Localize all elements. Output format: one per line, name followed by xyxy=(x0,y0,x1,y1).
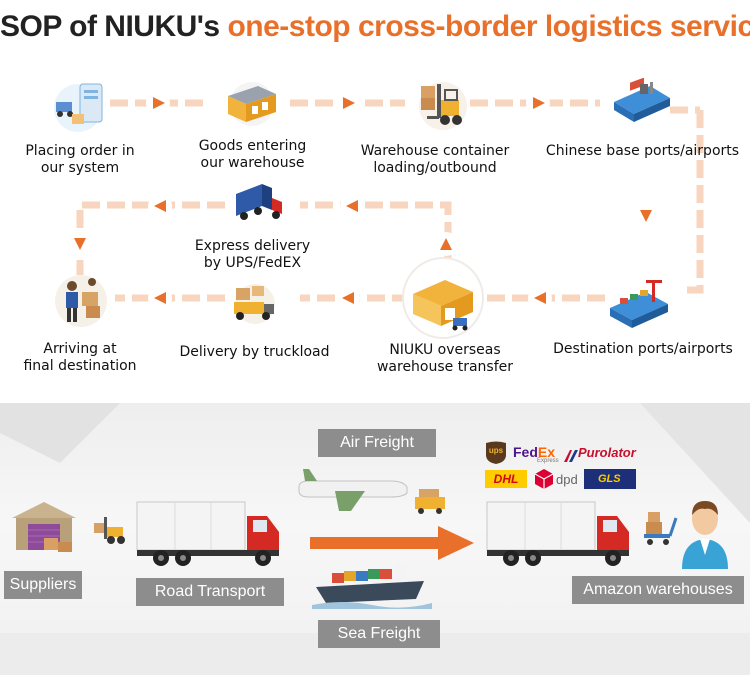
arrow-right-icon xyxy=(343,97,355,109)
truckload-icon xyxy=(228,282,282,330)
step-overseas-transfer: NIUKU overseas warehouse transfer xyxy=(376,342,514,375)
step-express-delivery: Express delivery by UPS/FedEX xyxy=(194,238,311,271)
fedex-logo: FedEx xyxy=(513,443,555,461)
air-freight-tag: Air Freight xyxy=(318,429,436,457)
arrow-left-icon xyxy=(154,292,166,304)
suppliers-tag: Suppliers xyxy=(4,571,82,599)
final-destination-icon xyxy=(52,272,110,334)
step-arriving: Arriving at final destination xyxy=(23,341,137,374)
supplier-warehouse-icon xyxy=(8,496,88,560)
arrow-up-icon xyxy=(440,238,452,250)
arrow-left-icon xyxy=(346,200,358,212)
express-truck-icon xyxy=(232,180,284,228)
dpd-logo: dpd xyxy=(556,472,578,487)
freight-arrow-icon xyxy=(310,526,475,564)
arrow-left-icon xyxy=(534,292,546,304)
warehouse-icon xyxy=(222,76,282,130)
cargo-ship-icon xyxy=(312,561,432,613)
arrow-right-icon xyxy=(153,97,165,109)
page-title: SOP of NIUKU's one-stop cross-border log… xyxy=(0,10,750,44)
order-system-icon xyxy=(50,78,110,137)
step-placing-order: Placing order in our system xyxy=(25,143,135,176)
dhl-logo-text: DHL xyxy=(493,472,519,486)
gls-logo: GLS xyxy=(584,469,636,489)
fedex-ex-text: Ex xyxy=(537,444,556,460)
amazon-warehouses-tag: Amazon warehouses xyxy=(572,576,744,604)
forklift-small-icon xyxy=(92,513,130,549)
fedex-express-text: Express xyxy=(537,458,559,464)
overseas-warehouse-icon xyxy=(395,256,491,344)
arrow-right-icon xyxy=(533,97,545,109)
ups-logo-text: ups xyxy=(488,446,504,455)
step-truckload: Delivery by truckload xyxy=(179,344,330,360)
arrow-left-icon xyxy=(342,292,354,304)
dpd-cube-icon xyxy=(534,469,554,493)
arrow-down-icon xyxy=(74,238,86,250)
purolator-mark-icon xyxy=(564,447,578,466)
port-ship-icon xyxy=(610,77,672,132)
process-flow-path xyxy=(74,97,704,304)
title-part2: one-stop cross-border logistics service xyxy=(227,10,750,43)
step-goods-entering: Goods entering our warehouse xyxy=(198,138,307,171)
arrow-down-icon xyxy=(640,210,652,222)
road-truck-icon xyxy=(135,498,285,574)
delivery-truck-icon xyxy=(485,498,635,574)
step-chinese-ports: Chinese base ports/airports xyxy=(545,143,740,159)
dhl-logo: DHL xyxy=(485,470,527,488)
gls-logo-text: GLS xyxy=(598,473,621,485)
logistics-overview-panel: ups FedEx Express Purolator DHL dpd GLS xyxy=(0,403,750,675)
title-part1: SOP of NIUKU's xyxy=(0,10,220,43)
arrow-left-icon xyxy=(154,200,166,212)
forklift-icon xyxy=(413,76,473,135)
pallet-jack-icon xyxy=(642,510,678,554)
step-warehouse-loading: Warehouse container loading/outbound xyxy=(360,143,510,176)
purolator-logo: Purolator xyxy=(578,445,636,460)
sea-freight-tag: Sea Freight xyxy=(318,620,440,648)
destination-port-icon xyxy=(606,278,672,338)
road-transport-tag: Road Transport xyxy=(136,578,284,606)
customer-avatar xyxy=(680,497,730,573)
fedex-fed-text: Fed xyxy=(513,444,538,460)
step-destination-ports: Destination ports/airports xyxy=(553,341,733,357)
ups-logo: ups xyxy=(485,441,507,469)
airplane-icon xyxy=(295,465,455,527)
